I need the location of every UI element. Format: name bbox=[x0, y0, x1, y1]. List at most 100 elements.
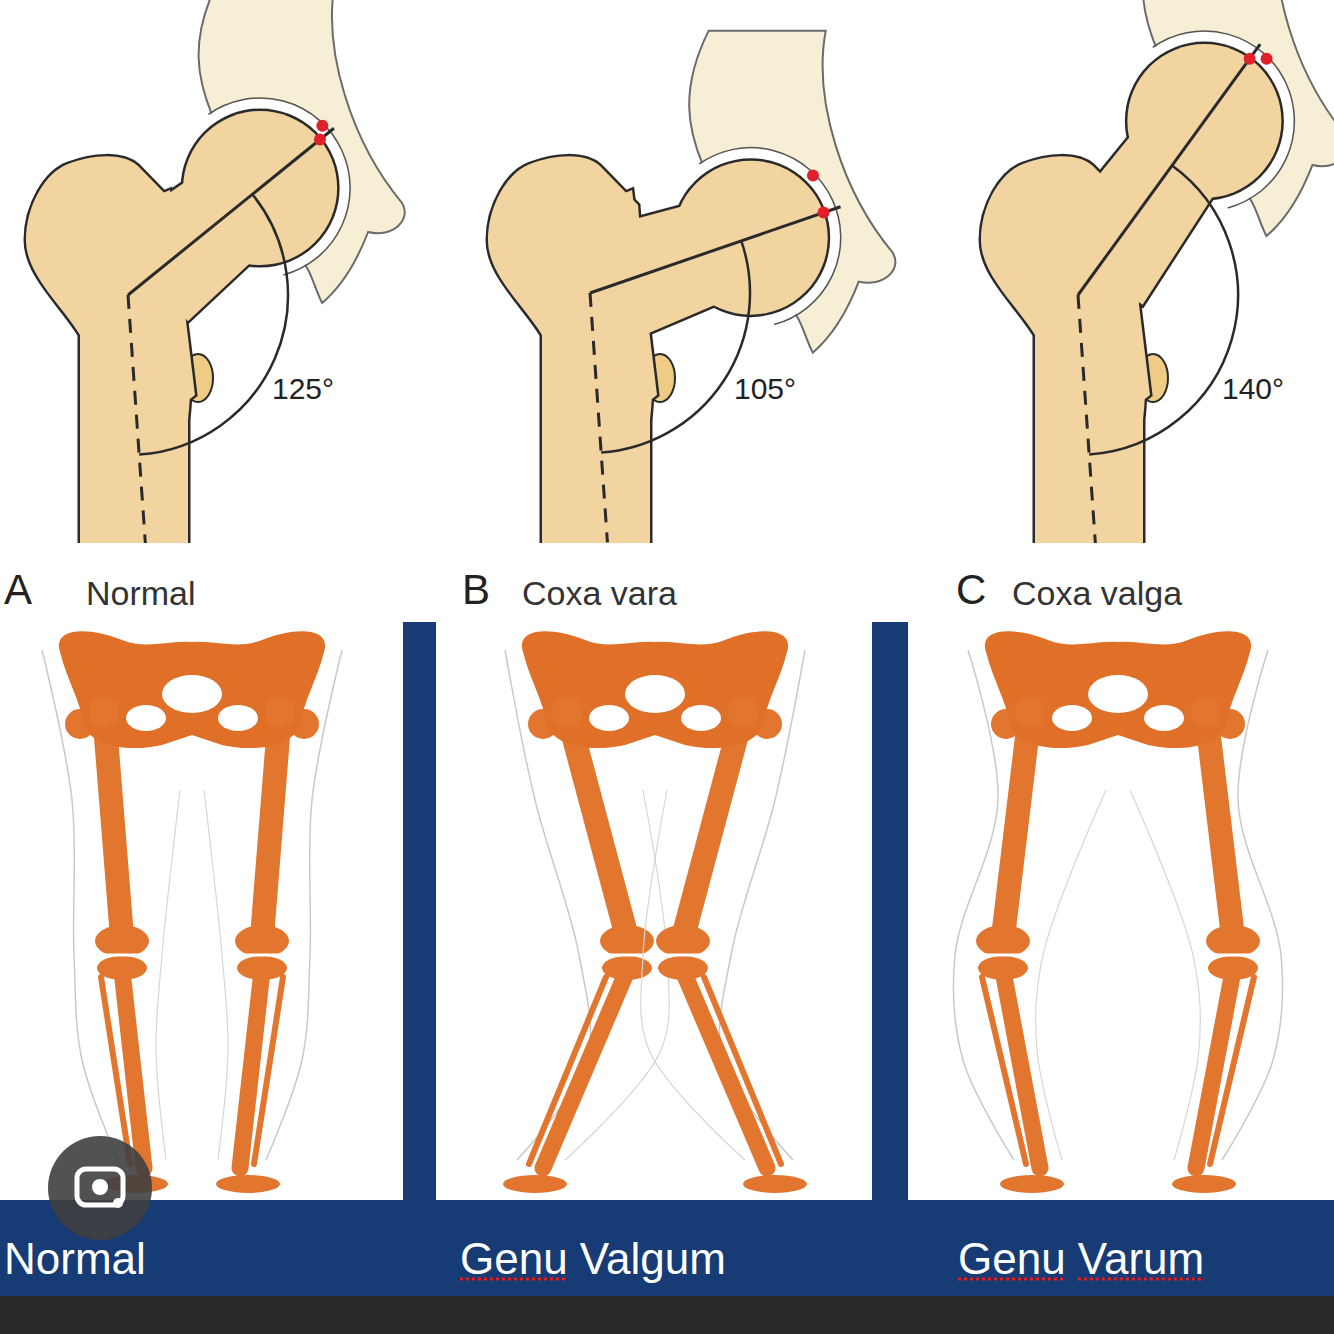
panel-title: Coxa valga bbox=[1012, 574, 1182, 613]
leg-skeleton bbox=[953, 631, 1282, 1193]
knee-joint-line bbox=[971, 954, 1035, 957]
femur-fill bbox=[26, 111, 337, 560]
fibula-bone bbox=[1210, 977, 1254, 1164]
angle-arc bbox=[601, 241, 750, 453]
femur-fill bbox=[488, 156, 828, 560]
femoral-condyles bbox=[600, 925, 654, 957]
deformity-name: Normal bbox=[4, 1234, 146, 1285]
body-contour bbox=[204, 790, 228, 1160]
body-contour bbox=[156, 790, 180, 1160]
knee-joint-line bbox=[1201, 954, 1265, 957]
fibula-bone bbox=[529, 977, 606, 1164]
foot-bone bbox=[216, 1175, 280, 1193]
panel-title: Coxa vara bbox=[522, 574, 677, 613]
lens-icon-dot bbox=[113, 1198, 123, 1208]
femur-bone bbox=[1003, 712, 1030, 937]
pelvic-inlet bbox=[625, 675, 685, 713]
pelvis-skeleton bbox=[522, 631, 788, 748]
femoral-head bbox=[728, 697, 758, 727]
obturator-foramen bbox=[1052, 705, 1092, 731]
femoral-head bbox=[552, 697, 582, 727]
leg-skeleton bbox=[42, 631, 342, 1193]
femoral-condyles bbox=[95, 925, 149, 957]
femoral-head bbox=[89, 697, 119, 727]
fibula-bone bbox=[982, 977, 1026, 1164]
panel-letter: C bbox=[956, 566, 986, 614]
angle-value: 125° bbox=[272, 372, 334, 407]
lens-icon-lens bbox=[92, 1179, 108, 1195]
fibula-bone bbox=[254, 977, 283, 1164]
obturator-foramen bbox=[1144, 705, 1184, 731]
hip-figure bbox=[981, 0, 1334, 560]
knee-joint-line bbox=[651, 954, 715, 957]
contact-dot bbox=[316, 120, 328, 132]
knee-joint-line bbox=[595, 954, 659, 957]
knee-joint-line bbox=[90, 954, 154, 957]
pelvic-inlet bbox=[1088, 675, 1148, 713]
contact-dot bbox=[314, 134, 326, 146]
lens-icon-ground bbox=[48, 1136, 152, 1240]
pelvis-skeleton bbox=[59, 631, 325, 748]
angle-arc bbox=[139, 194, 288, 454]
femur-outline bbox=[981, 44, 1281, 560]
femur-bone bbox=[1206, 712, 1233, 937]
contact-dot bbox=[1261, 53, 1273, 65]
femoral-condyles bbox=[235, 925, 289, 957]
leg-skeleton bbox=[503, 631, 807, 1193]
fibula-bone bbox=[704, 977, 781, 1164]
foot-bone bbox=[503, 1175, 567, 1193]
bottom-strip bbox=[0, 1296, 1334, 1334]
angle-arc bbox=[1089, 166, 1238, 455]
deformity-name: Genu Valgum bbox=[460, 1234, 726, 1285]
panel-letter: B bbox=[462, 566, 490, 614]
caption-band bbox=[0, 1200, 1334, 1296]
panel-letter: A bbox=[4, 566, 32, 614]
body-contour bbox=[42, 650, 118, 1160]
body-contour bbox=[1130, 790, 1200, 1160]
body-contour bbox=[1036, 790, 1106, 1160]
pelvic-inlet bbox=[162, 675, 222, 713]
neck-axis bbox=[590, 207, 841, 293]
femur-fill bbox=[981, 44, 1281, 560]
obturator-foramen bbox=[681, 705, 721, 731]
femoral-condyles bbox=[656, 925, 710, 957]
contact-dot bbox=[1244, 53, 1256, 65]
ground-cover bbox=[0, 543, 1334, 567]
tibia-bone bbox=[683, 971, 767, 1168]
knee-joint-line bbox=[230, 954, 294, 957]
pelvis-skeleton bbox=[985, 631, 1251, 748]
fibula-bone bbox=[101, 977, 130, 1164]
deformity-name: Genu Varum bbox=[958, 1234, 1204, 1285]
contact-dot bbox=[807, 169, 819, 181]
obturator-foramen bbox=[126, 705, 166, 731]
femur-outline bbox=[488, 156, 828, 560]
femoral-condyles bbox=[1206, 925, 1260, 957]
hip-figure bbox=[26, 0, 405, 560]
obturator-foramen bbox=[218, 705, 258, 731]
foot-bone bbox=[1172, 1175, 1236, 1193]
angle-value: 105° bbox=[734, 372, 796, 407]
shaft-axis bbox=[590, 293, 607, 542]
shaft-axis bbox=[1078, 295, 1095, 544]
foot-bone bbox=[1000, 1175, 1064, 1193]
femoral-head bbox=[1191, 697, 1221, 727]
femoral-head bbox=[1015, 697, 1045, 727]
hip-figure bbox=[488, 31, 895, 560]
tibia-bone bbox=[543, 971, 627, 1168]
contact-dot bbox=[818, 207, 830, 219]
obturator-foramen bbox=[589, 705, 629, 731]
shaft-axis bbox=[128, 295, 145, 544]
femoral-condyles bbox=[976, 925, 1030, 957]
panel-separator bbox=[872, 622, 908, 1202]
foot-bone bbox=[743, 1175, 807, 1193]
body-contour bbox=[266, 650, 342, 1160]
neck-axis bbox=[128, 128, 334, 295]
femur-outline bbox=[26, 111, 337, 560]
femoral-head bbox=[265, 697, 295, 727]
panel-separator bbox=[403, 622, 436, 1202]
angle-value: 140° bbox=[1222, 372, 1284, 407]
panel-title: Normal bbox=[86, 574, 196, 613]
